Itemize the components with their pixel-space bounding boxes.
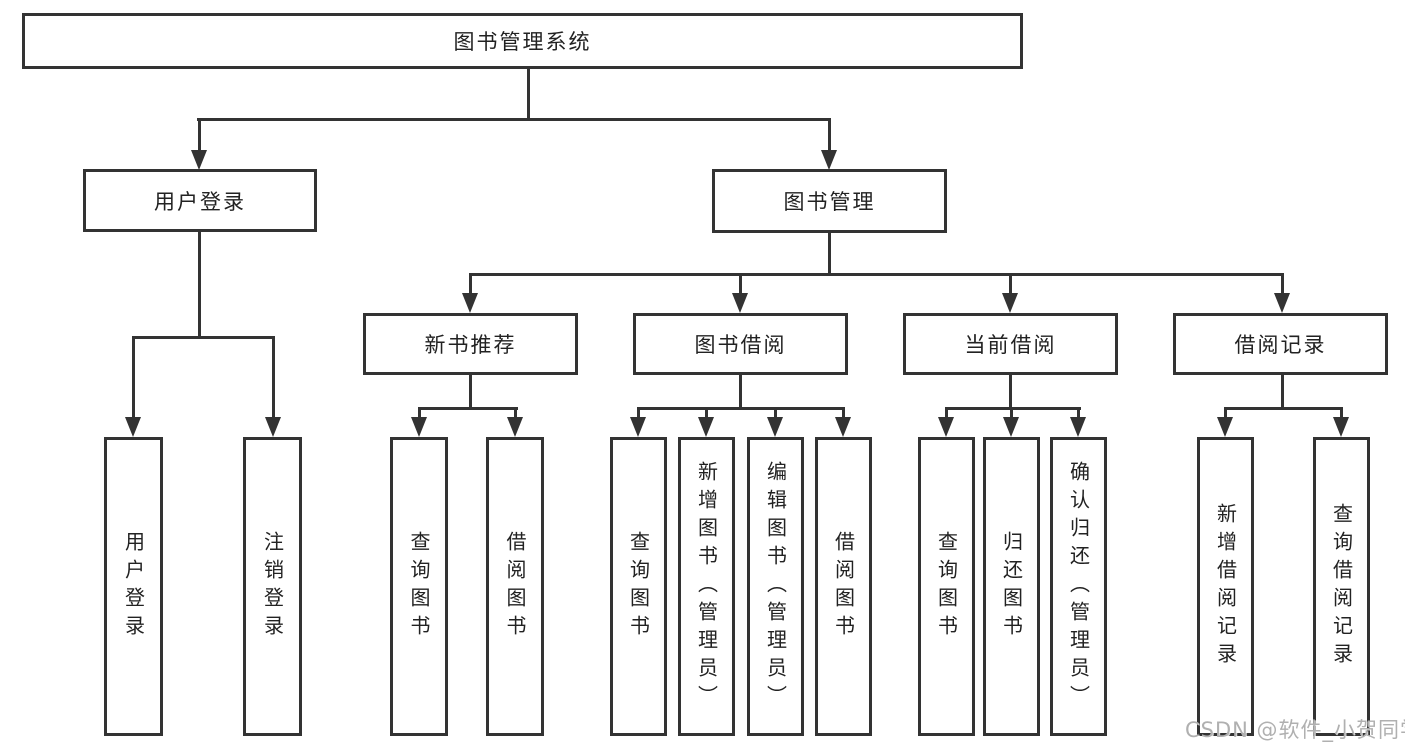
leaf-query-book-borrowing: 查询图书 bbox=[610, 437, 667, 736]
leaf-query-book-current: 查询图书 bbox=[918, 437, 975, 736]
leaf-return-book: 归还图书 bbox=[983, 437, 1040, 736]
connector-vline bbox=[945, 407, 948, 419]
connector-hline bbox=[418, 407, 518, 410]
arrow-down-icon bbox=[1003, 417, 1019, 437]
arrow-down-icon bbox=[1333, 417, 1349, 437]
leaf-add-borrow-record: 新增借阅记录 bbox=[1197, 437, 1254, 736]
connector-hline bbox=[197, 118, 831, 121]
connector-hline bbox=[637, 407, 845, 410]
leaf-user-login: 用户登录 bbox=[104, 437, 163, 736]
connector-vline bbox=[774, 407, 777, 419]
connector-vline bbox=[828, 118, 831, 151]
connector-vline bbox=[1009, 273, 1012, 295]
arrow-down-icon bbox=[265, 417, 281, 437]
connector-hline bbox=[1224, 407, 1343, 410]
connector-hline bbox=[469, 273, 1284, 276]
arrow-down-icon bbox=[411, 417, 427, 437]
leaf-edit-book-admin: 编辑图书（管理员） bbox=[747, 437, 804, 736]
node-new-book-recommendation: 新书推荐 bbox=[363, 313, 578, 375]
arrow-down-icon bbox=[821, 150, 837, 170]
connector-hline bbox=[945, 407, 1081, 410]
connector-vline bbox=[1340, 407, 1343, 419]
connector-vline bbox=[198, 118, 201, 151]
connector-vline bbox=[1010, 407, 1013, 419]
connector-vline bbox=[1281, 375, 1284, 407]
arrow-down-icon bbox=[507, 417, 523, 437]
connector-vline bbox=[514, 407, 517, 419]
connector-vline bbox=[469, 375, 472, 407]
arrow-down-icon bbox=[1002, 293, 1018, 313]
leaf-confirm-return-admin: 确认归还（管理员） bbox=[1050, 437, 1107, 736]
arrow-down-icon bbox=[835, 417, 851, 437]
arrow-down-icon bbox=[1217, 417, 1233, 437]
leaf-logout: 注销登录 bbox=[243, 437, 302, 736]
node-book-management: 图书管理 bbox=[712, 169, 947, 233]
connector-vline bbox=[1009, 375, 1012, 407]
connector-vline bbox=[1077, 407, 1080, 419]
connector-vline bbox=[842, 407, 845, 419]
arrow-down-icon bbox=[938, 417, 954, 437]
connector-vline bbox=[1281, 273, 1284, 295]
arrow-down-icon bbox=[125, 417, 141, 437]
connector-vline bbox=[418, 407, 421, 419]
connector-hline bbox=[132, 336, 275, 339]
arrow-down-icon bbox=[1070, 417, 1086, 437]
node-borrowing-records: 借阅记录 bbox=[1173, 313, 1388, 375]
node-current-borrowing: 当前借阅 bbox=[903, 313, 1118, 375]
connector-vline bbox=[705, 407, 708, 419]
node-user-login: 用户登录 bbox=[83, 169, 317, 232]
arrow-down-icon bbox=[191, 150, 207, 170]
arrow-down-icon bbox=[462, 293, 478, 313]
leaf-borrow-book-recommend: 借阅图书 bbox=[486, 437, 544, 736]
connector-vline bbox=[637, 407, 640, 419]
leaf-query-borrow-record: 查询借阅记录 bbox=[1313, 437, 1370, 736]
connector-vline bbox=[739, 273, 742, 295]
connector-vline bbox=[198, 232, 201, 336]
connector-vline bbox=[469, 273, 472, 295]
node-library-management-system: 图书管理系统 bbox=[22, 13, 1023, 69]
csdn-watermark: CSDN @软件_小贺同学 bbox=[1185, 718, 1405, 742]
leaf-borrow-book: 借阅图书 bbox=[815, 437, 872, 736]
leaf-add-book-admin: 新增图书（管理员） bbox=[678, 437, 735, 736]
leaf-query-book-recommend: 查询图书 bbox=[390, 437, 448, 736]
connector-vline bbox=[739, 375, 742, 407]
node-book-borrowing: 图书借阅 bbox=[633, 313, 848, 375]
arrow-down-icon bbox=[732, 293, 748, 313]
connector-vline bbox=[272, 336, 275, 418]
arrow-down-icon bbox=[767, 417, 783, 437]
connector-vline bbox=[828, 233, 831, 273]
connector-vline bbox=[1224, 407, 1227, 419]
arrow-down-icon bbox=[630, 417, 646, 437]
connector-vline bbox=[527, 69, 530, 118]
arrow-down-icon bbox=[698, 417, 714, 437]
arrow-down-icon bbox=[1274, 293, 1290, 313]
connector-vline bbox=[132, 336, 135, 418]
